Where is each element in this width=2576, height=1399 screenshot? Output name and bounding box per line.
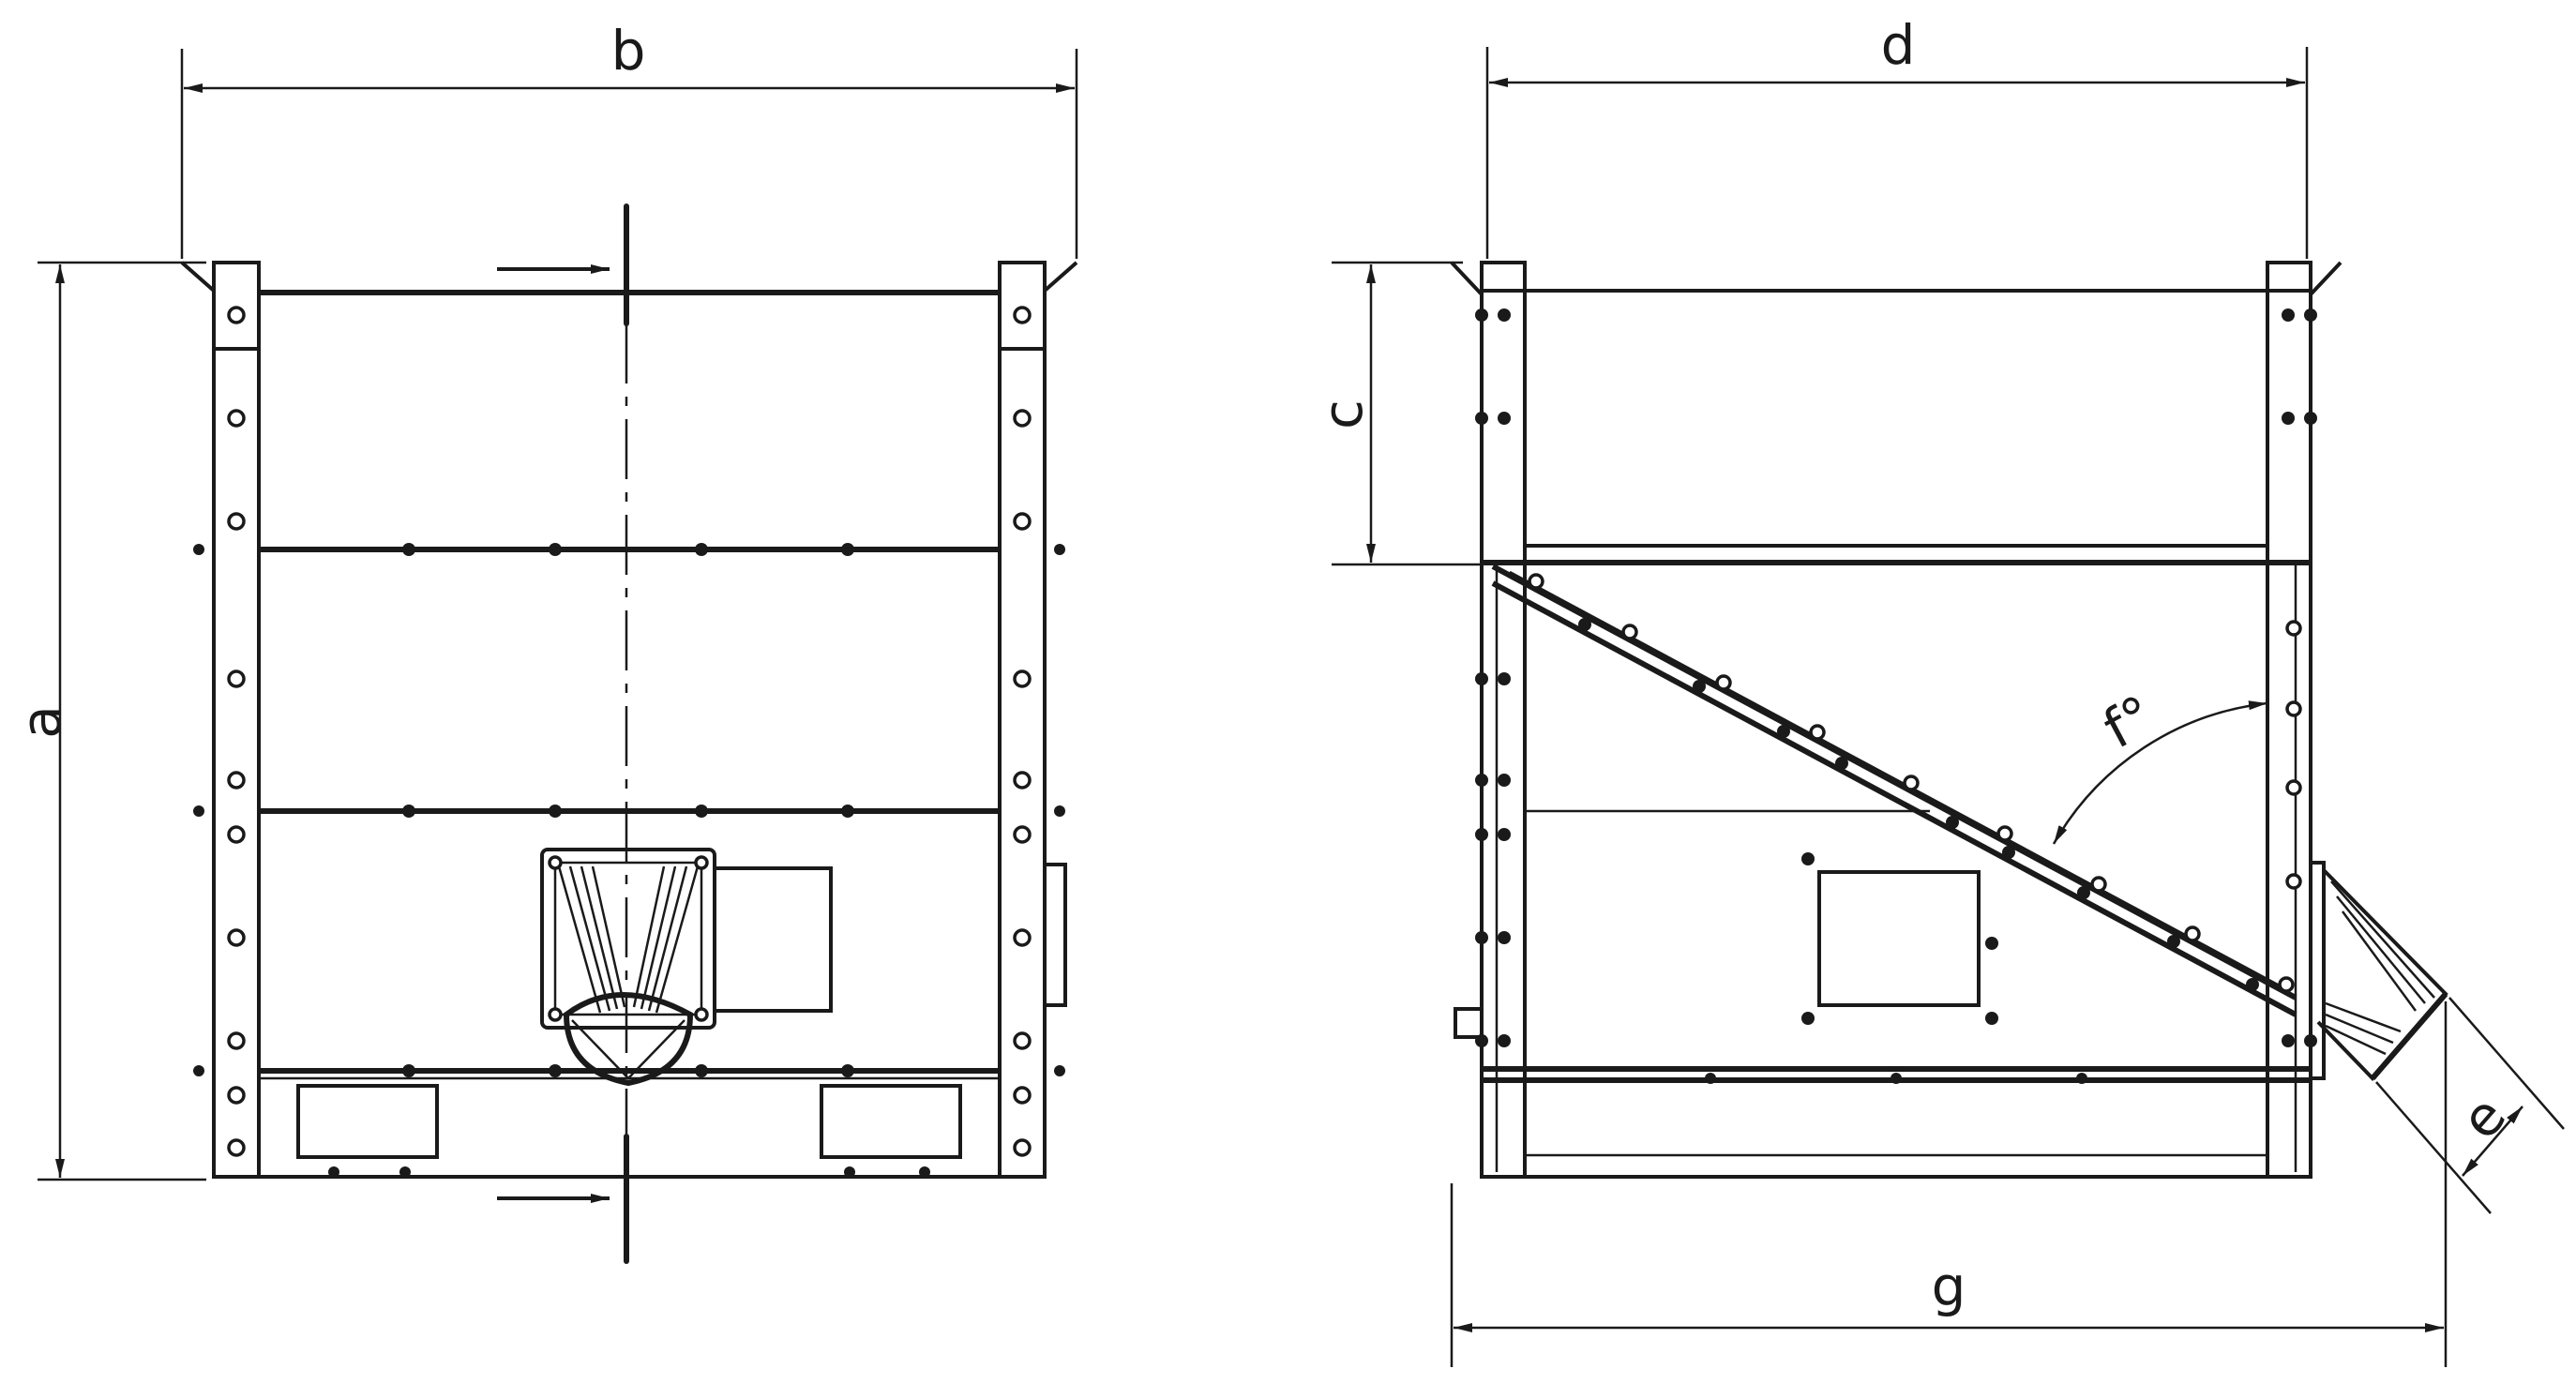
side-right-post-cap — [2266, 261, 2312, 293]
dimension-label-e: e — [2448, 1084, 2519, 1151]
side-corner-ears — [1450, 261, 2343, 296]
front-discharge-valve — [540, 848, 833, 1087]
side-view: f° c d g e — [1311, 13, 2565, 1367]
side-floor-bolts — [1528, 573, 2295, 993]
front-fork-pocket-right — [820, 1084, 962, 1159]
dimension-e: e — [2375, 997, 2565, 1214]
dimension-c: c — [1311, 261, 1482, 566]
dimension-f: f° — [2052, 683, 2268, 845]
front-side-plate — [1043, 863, 1067, 1007]
dimension-label-d: d — [1881, 13, 1916, 77]
dimension-label-c: c — [1311, 399, 1375, 429]
side-inspection-hatch — [1801, 852, 1998, 1025]
front-rail-bolts — [193, 543, 1065, 1178]
dimension-label-g: g — [1932, 1255, 1966, 1318]
side-post-bolts — [1475, 308, 2317, 1084]
dimension-label-a: a — [9, 705, 73, 739]
front-section-marks — [497, 203, 629, 1264]
dimension-label-f: f° — [2093, 683, 2164, 760]
side-post-bracket — [1454, 1007, 1484, 1039]
front-rails — [259, 290, 1000, 1179]
side-upper-panel — [1523, 289, 2269, 548]
front-post-holes — [227, 306, 1032, 1157]
dimension-b: b — [180, 19, 1078, 259]
front-fork-pocket-left — [296, 1084, 439, 1159]
dimension-label-b: b — [611, 19, 646, 83]
side-outlet-valve — [2309, 861, 2448, 1081]
front-right-post-cap — [998, 261, 1047, 351]
front-view: a b — [9, 19, 1078, 1264]
dimension-g: g — [1450, 1001, 2448, 1367]
front-left-post-cap — [212, 261, 261, 351]
dimension-a: a — [9, 261, 206, 1181]
front-corner-ears — [180, 261, 1078, 293]
dimension-d: d — [1485, 13, 2309, 259]
side-left-post-cap — [1480, 261, 1527, 293]
